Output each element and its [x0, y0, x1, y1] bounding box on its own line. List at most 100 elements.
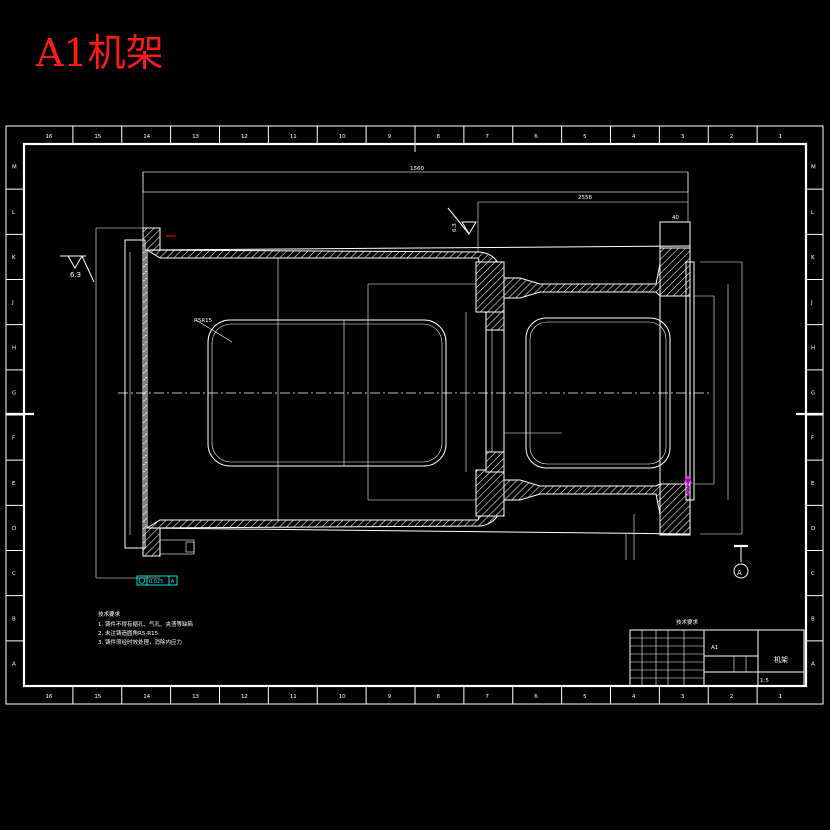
zone-col-label-top: 14 [143, 134, 150, 140]
bottom-outer-line [146, 527, 691, 535]
zone-row-label-left: J [11, 300, 14, 306]
zone-row-label-right: D [811, 526, 815, 532]
roughness-symbol-left: 6.3 [60, 255, 95, 283]
tb-note-label: 技术要求 [676, 618, 699, 626]
zone-col-label-bottom: 8 [436, 694, 440, 700]
zone-col-label-bottom: 4 [632, 694, 636, 700]
top-wall-section [145, 247, 691, 301]
tolerance-frame: 0.025 A [136, 575, 178, 586]
left-flange-outline [124, 239, 146, 549]
zone-row-label-right: H [811, 345, 815, 351]
top-outer-line [146, 245, 691, 251]
roughness-symbol-right: 6.3 [447, 207, 477, 235]
web-bore [485, 311, 505, 473]
zone-col-label-bottom: 2 [730, 694, 734, 700]
zone-row-label-right: J [810, 300, 813, 306]
tech-req-title: 技术要求 [98, 610, 121, 618]
right-window [525, 317, 671, 469]
zone-col-label-bottom: 15 [94, 694, 101, 700]
tolerance-datum: A [171, 579, 175, 585]
zone-row-label-left: H [12, 345, 16, 351]
zone-col-label-bottom: 9 [388, 694, 392, 700]
tb-part-name: 机架 [774, 655, 788, 664]
tech-req-line-3: 3. 铸件须经时效处理，消除内应力 [98, 638, 182, 646]
title-block-grid [630, 630, 704, 686]
zone-col-label-bottom: 10 [339, 694, 346, 700]
zone-row-label-left: L [12, 210, 16, 216]
zone-col-label-bottom: 1 [779, 694, 783, 700]
section-circle [733, 563, 749, 579]
tolerance-value: 0.025 [149, 579, 163, 585]
zone-row-label-left: D [12, 526, 16, 532]
zone-col-label-top: 7 [485, 134, 489, 140]
dim-box-top [142, 171, 689, 193]
zone-col-label-top: 3 [681, 134, 685, 140]
magenta-arrow-head [683, 474, 693, 485]
web-bottom [475, 451, 505, 517]
zone-col-label-top: 1 [779, 134, 783, 140]
zone-col-label-top: 2 [730, 134, 734, 140]
tech-req-line-1: 1. 铸件不得有缩孔、气孔、夹渣等缺陷 [98, 620, 193, 628]
zone-row-label-left: M [12, 165, 17, 171]
zone-col-label-top: 16 [45, 134, 52, 140]
tb-drawing-no: A1 [711, 645, 718, 651]
roughness-value-right: 6.3 [452, 223, 458, 232]
zone-col-label-bottom: 13 [192, 694, 199, 700]
zone-col-label-top: 8 [436, 134, 440, 140]
bottom-wall-section [145, 477, 691, 536]
zone-col-label-top: 15 [94, 134, 101, 140]
tb-scale: 1:5 [760, 678, 769, 684]
zone-col-label-top: 10 [339, 134, 346, 140]
zone-row-label-left: F [12, 436, 15, 442]
dim-right-span: 2558 [578, 195, 592, 201]
zone-row-label-right: L [811, 210, 815, 216]
dim-radius: R5R15 [194, 318, 213, 324]
zone-col-label-bottom: 3 [681, 694, 685, 700]
zone-row-label-left: A [12, 661, 16, 667]
tech-req-line-2: 2. 未注铸造圆角R5-R15 [98, 629, 159, 637]
machine-frame-section [95, 171, 743, 579]
drawing-title: A1机架 [36, 31, 164, 75]
zone-row-label-right: F [811, 436, 814, 442]
zone-col-label-top: 9 [388, 134, 392, 140]
web-top [475, 261, 505, 331]
dim-overall: 1560 [410, 166, 424, 172]
zone-col-label-bottom: 16 [45, 694, 52, 700]
zone-col-label-top: 5 [583, 134, 587, 140]
title-block-frame [629, 629, 805, 687]
datum-tag-cell [185, 541, 195, 553]
zone-row-label-left: G [12, 390, 16, 396]
roughness-value-left: 6.3 [70, 271, 81, 279]
zone-row-label-left: E [12, 481, 16, 487]
zone-col-label-top: 11 [290, 134, 297, 140]
left-flange-top [142, 227, 161, 557]
zone-row-label-right: C [811, 571, 815, 577]
inner-frame [22, 142, 808, 688]
outer-frame [5, 125, 824, 705]
zone-row-label-left: B [12, 616, 16, 622]
zone-col-label-bottom: 5 [583, 694, 587, 700]
zone-row-label-right: M [811, 165, 816, 171]
zone-markers: 1616151514141313121211111010998877665544… [6, 126, 823, 704]
zone-col-label-bottom: 6 [534, 694, 538, 700]
zone-row-label-right: E [811, 481, 815, 487]
zone-row-label-right: G [811, 390, 815, 396]
zone-col-label-bottom: 11 [290, 694, 297, 700]
zone-col-label-top: 6 [534, 134, 538, 140]
zone-col-label-top: 13 [192, 134, 199, 140]
zone-row-label-left: K [12, 255, 16, 261]
leader-radius [195, 319, 233, 343]
zone-col-label-top: 4 [632, 134, 636, 140]
zone-row-label-right: A [811, 661, 815, 667]
zone-row-label-right: B [811, 616, 815, 622]
zone-col-label-bottom: 14 [143, 694, 150, 700]
zone-row-label-right: K [811, 255, 815, 261]
zone-col-label-bottom: 7 [485, 694, 489, 700]
zone-col-label-top: 12 [241, 134, 248, 140]
right-flange-face [685, 261, 695, 501]
zone-row-label-left: C [12, 571, 16, 577]
zone-col-label-bottom: 12 [241, 694, 248, 700]
section-label: A [737, 569, 742, 577]
title-block: 机架 A1 1:5 技术要求 [629, 618, 805, 687]
